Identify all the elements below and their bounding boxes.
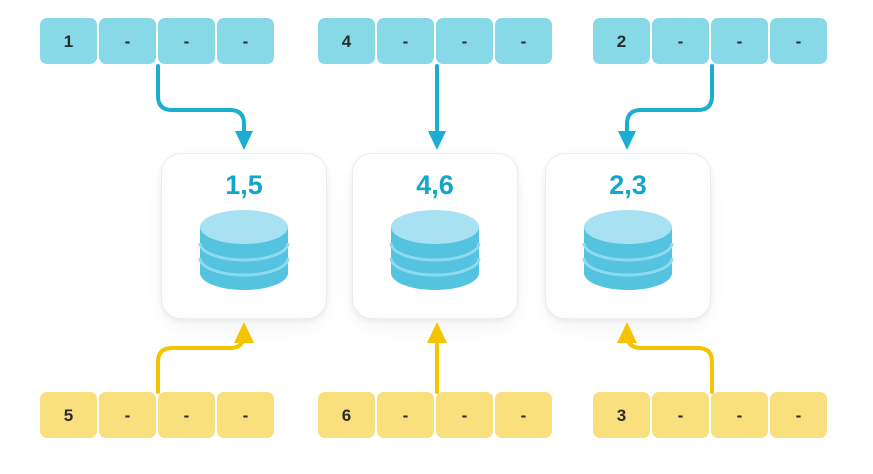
arrow-top-3 xyxy=(618,64,714,150)
array-cell: 6 xyxy=(318,392,375,438)
arrow-top-2 xyxy=(428,64,446,150)
top-array-1: 1 - - - xyxy=(40,18,274,64)
node-label: 4,6 xyxy=(416,170,454,200)
bottom-array-2: 6 - - - xyxy=(318,392,552,438)
array-cell: - xyxy=(99,392,156,438)
array-cell: 2 xyxy=(593,18,650,64)
array-cell: 1 xyxy=(40,18,97,64)
array-cell: - xyxy=(711,392,768,438)
node-label: 1,5 xyxy=(225,170,263,200)
array-cell: - xyxy=(158,392,215,438)
array-cell: 3 xyxy=(593,392,650,438)
array-cell: - xyxy=(99,18,156,64)
arrow-bottom-2 xyxy=(427,322,447,394)
array-cell: - xyxy=(711,18,768,64)
database-icon xyxy=(198,210,290,290)
bottom-array-3: 3 - - - xyxy=(593,392,827,438)
array-cell: 4 xyxy=(318,18,375,64)
array-cell: - xyxy=(217,392,274,438)
arrow-bottom-1 xyxy=(156,322,254,394)
array-cell: - xyxy=(217,18,274,64)
array-cell: - xyxy=(158,18,215,64)
array-cell: - xyxy=(770,18,827,64)
database-icon xyxy=(582,210,674,290)
top-array-3: 2 - - - xyxy=(593,18,827,64)
array-cell: - xyxy=(377,392,434,438)
database-icon xyxy=(389,210,481,290)
array-cell: - xyxy=(652,392,709,438)
array-cell: - xyxy=(495,18,552,64)
array-cell: - xyxy=(436,392,493,438)
array-cell: - xyxy=(652,18,709,64)
node-label: 2,3 xyxy=(609,170,647,200)
bottom-array-1: 5 - - - xyxy=(40,392,274,438)
array-cell: - xyxy=(377,18,434,64)
array-cell: - xyxy=(436,18,493,64)
array-cell: 5 xyxy=(40,392,97,438)
array-cell: - xyxy=(770,392,827,438)
top-array-2: 4 - - - xyxy=(318,18,552,64)
database-node-3: 2,3 xyxy=(545,153,711,319)
arrow-top-1 xyxy=(156,64,253,150)
arrow-bottom-3 xyxy=(617,322,714,394)
array-cell: - xyxy=(495,392,552,438)
database-node-1: 1,5 xyxy=(161,153,327,319)
database-node-2: 4,6 xyxy=(352,153,518,319)
